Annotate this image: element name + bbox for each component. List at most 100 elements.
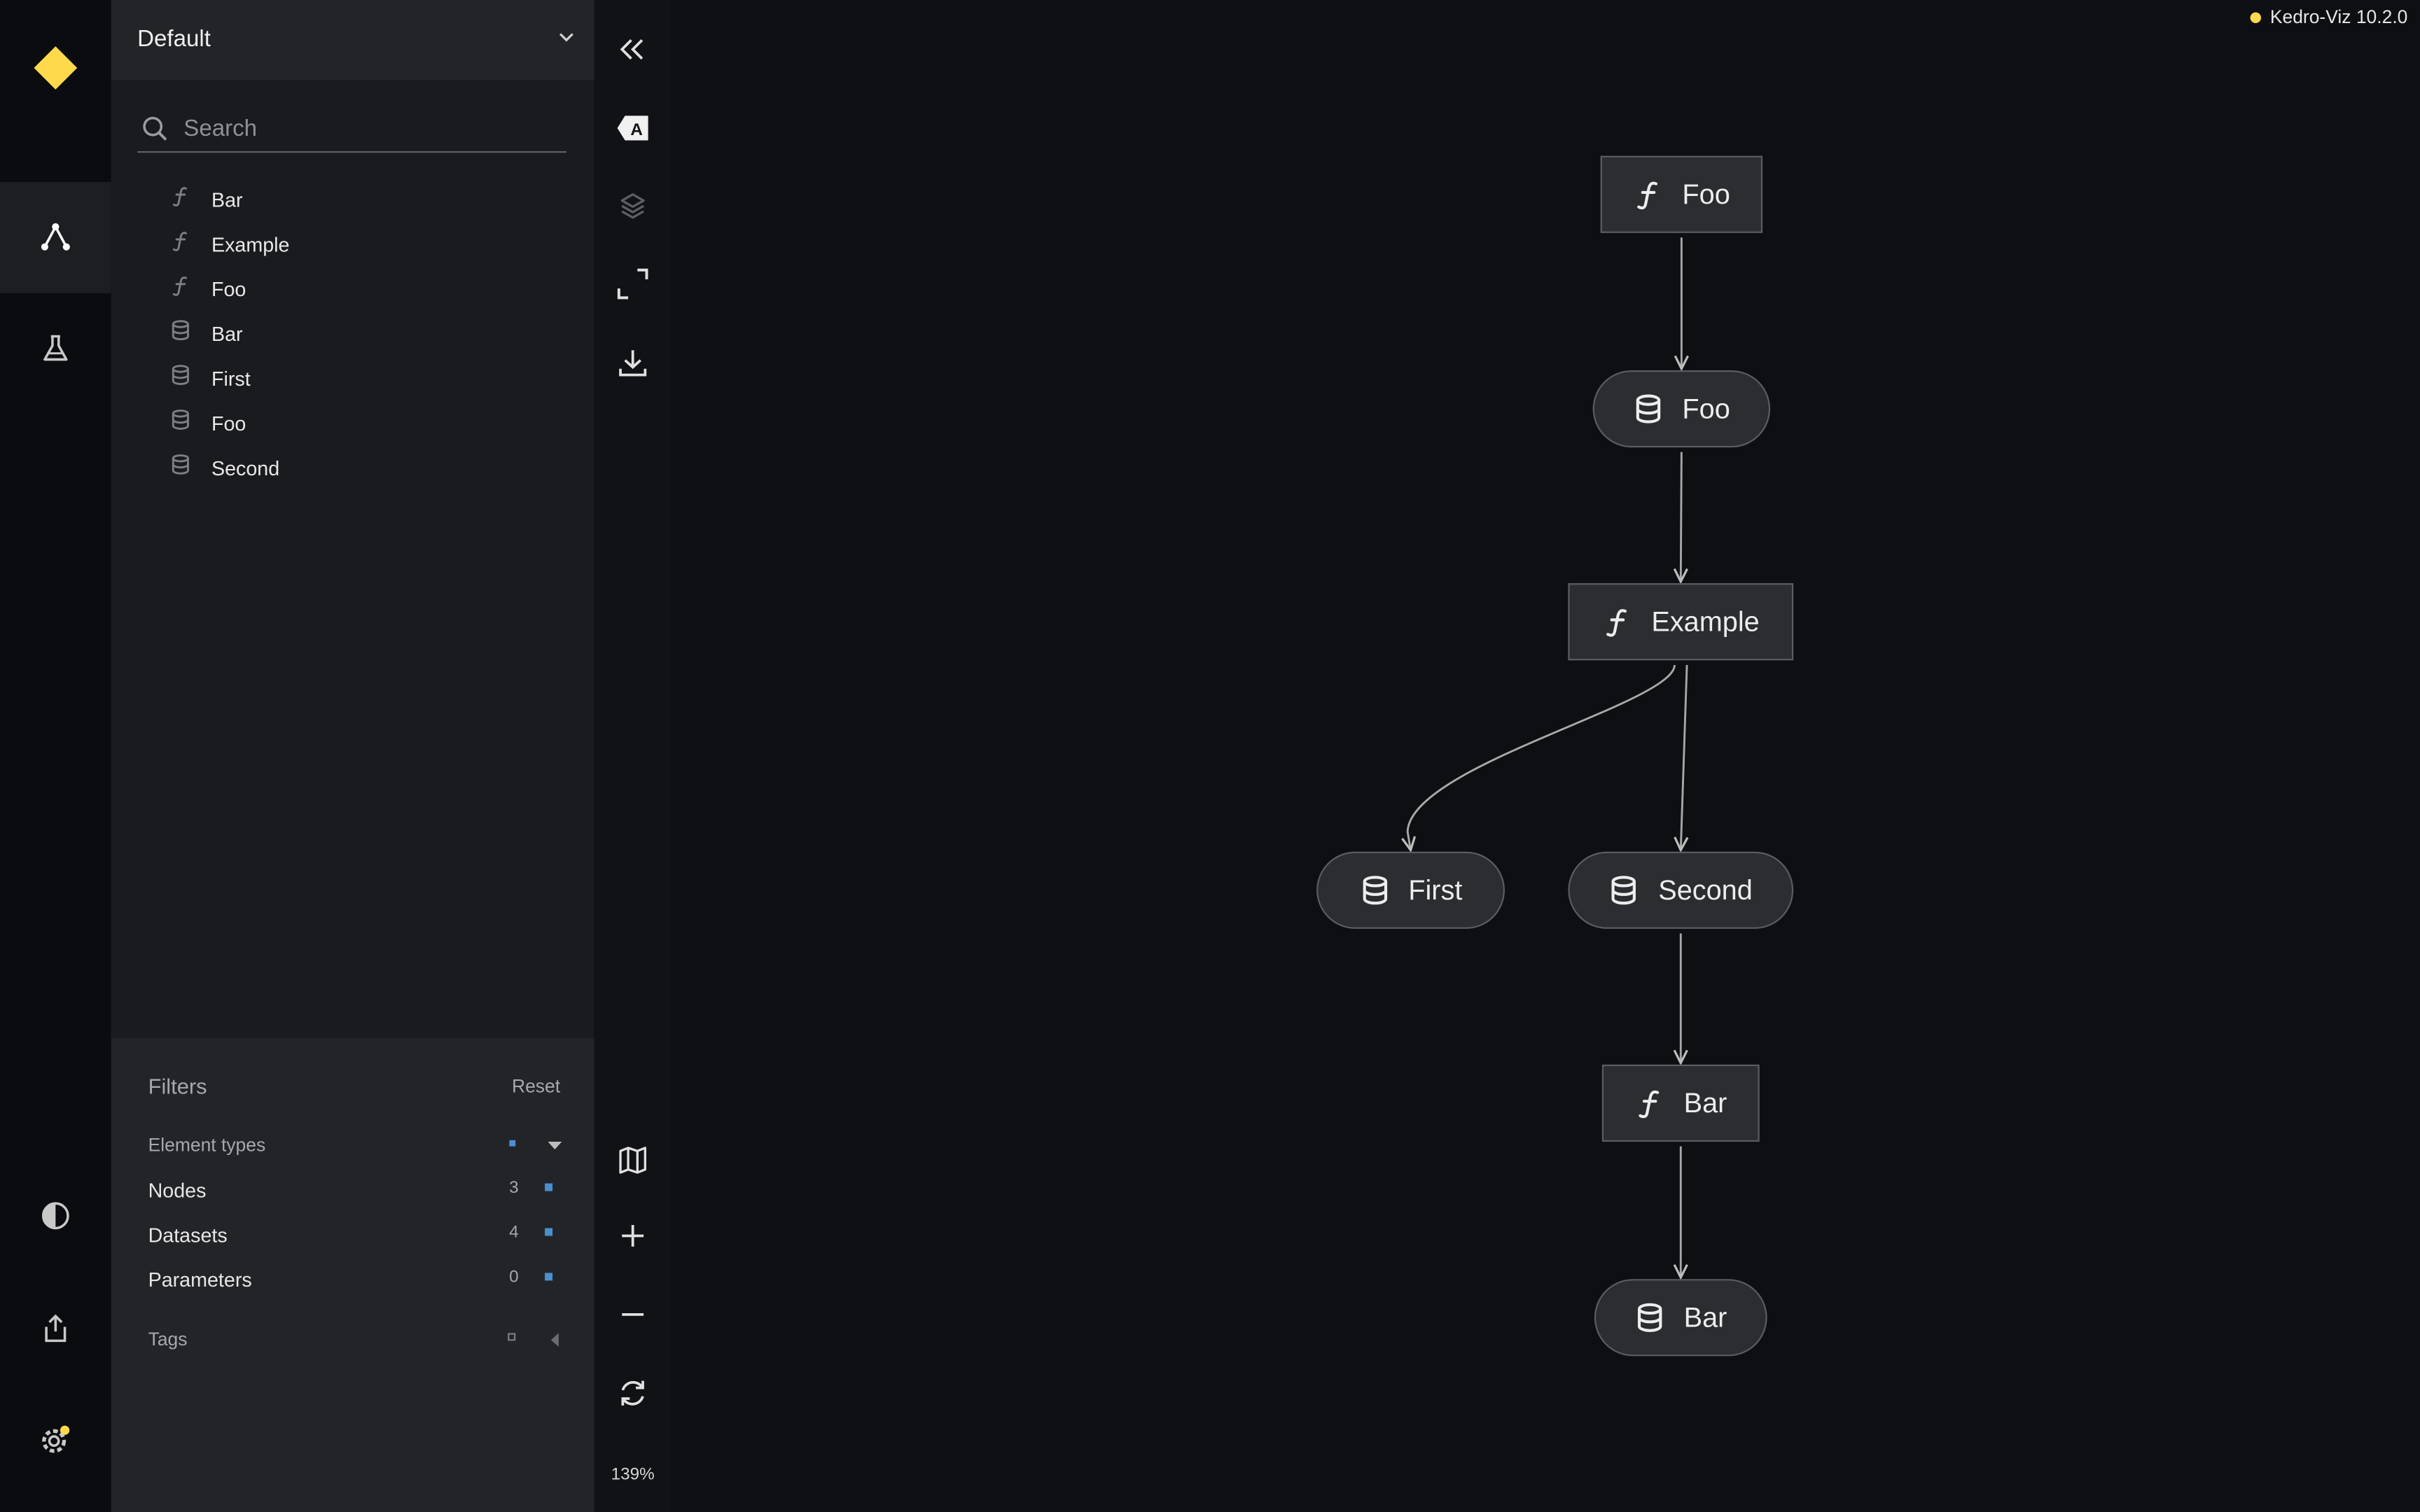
graph-node-label: Second bbox=[1658, 874, 1753, 905]
filters-title: Filters bbox=[148, 1074, 207, 1099]
graph-node-bar-ds[interactable]: Bar bbox=[1594, 1279, 1767, 1357]
dataset-icon bbox=[1612, 876, 1636, 905]
chevron-down-icon bbox=[559, 33, 573, 42]
filter-checkbox[interactable] bbox=[545, 1273, 553, 1281]
expand-icon bbox=[617, 268, 648, 300]
element-types-group[interactable]: Element types bbox=[148, 1131, 565, 1162]
filter-row-datasets[interactable]: Datasets 4 bbox=[148, 1220, 565, 1251]
function-icon bbox=[1639, 1090, 1660, 1119]
export-button[interactable] bbox=[0, 1273, 111, 1384]
list-item-label: Bar bbox=[211, 322, 243, 346]
filter-checkbox[interactable] bbox=[545, 1183, 553, 1191]
function-icon bbox=[172, 187, 188, 206]
toggle-labels-button[interactable]: A bbox=[610, 105, 656, 151]
edges-layer bbox=[672, 237, 2420, 1512]
graph-node-foo-ds[interactable]: Foo bbox=[1592, 370, 1771, 448]
list-item-label: Foo bbox=[211, 412, 246, 435]
list-item[interactable]: Foo bbox=[111, 267, 594, 312]
function-icon bbox=[1637, 181, 1658, 210]
group-check-icon bbox=[508, 1333, 516, 1341]
version-badge: Kedro-Viz 10.2.0 bbox=[2250, 6, 2407, 28]
double-chevron-left-icon bbox=[620, 38, 644, 60]
search-input[interactable]: Search bbox=[137, 105, 566, 153]
expand-button[interactable] bbox=[610, 260, 656, 307]
filter-count: 0 bbox=[509, 1268, 519, 1287]
list-item[interactable]: Example bbox=[111, 222, 594, 267]
plus-icon bbox=[622, 1225, 644, 1247]
graph-node-label: Example bbox=[1651, 606, 1760, 637]
graph-node-label: Foo bbox=[1682, 178, 1730, 209]
tags-label: Tags bbox=[148, 1328, 188, 1350]
flask-icon bbox=[43, 335, 68, 361]
filter-label: Parameters bbox=[148, 1268, 252, 1292]
element-types-label: Element types bbox=[148, 1134, 266, 1156]
filter-checkbox[interactable] bbox=[545, 1228, 553, 1236]
list-item[interactable]: Second bbox=[111, 446, 594, 491]
caret-down-icon bbox=[548, 1142, 562, 1150]
graph-edge bbox=[1407, 664, 1676, 850]
toggle-layers-button[interactable] bbox=[610, 182, 656, 228]
dataset-icon bbox=[172, 320, 189, 341]
dataset-icon bbox=[1637, 1303, 1662, 1332]
filter-label: Nodes bbox=[148, 1178, 207, 1202]
flowchart-view-button[interactable] bbox=[0, 182, 111, 293]
list-item[interactable]: Bar bbox=[111, 177, 594, 222]
filter-count: 4 bbox=[509, 1223, 519, 1242]
label-icon: A bbox=[617, 115, 648, 141]
dataset-icon bbox=[172, 410, 189, 430]
graph-node-bar-fn[interactable]: Bar bbox=[1601, 1064, 1760, 1142]
refresh-icon bbox=[621, 1380, 644, 1406]
tags-group[interactable]: Tags bbox=[148, 1325, 565, 1356]
list-item-label: Foo bbox=[211, 277, 246, 301]
minus-icon bbox=[622, 1313, 644, 1316]
experiment-tracking-button[interactable] bbox=[0, 293, 111, 405]
status-dot-icon bbox=[2250, 11, 2261, 22]
function-icon bbox=[1606, 609, 1627, 637]
filter-label: Datasets bbox=[148, 1223, 228, 1247]
layers-icon bbox=[620, 193, 645, 219]
zoom-out-button[interactable] bbox=[610, 1292, 656, 1338]
graph-node-first-ds[interactable]: First bbox=[1316, 851, 1505, 929]
list-item[interactable]: Bar bbox=[111, 312, 594, 356]
global-nav bbox=[0, 0, 111, 1512]
pipeline-dropdown[interactable]: Default bbox=[111, 0, 594, 80]
settings-button[interactable] bbox=[0, 1384, 111, 1495]
toolbar: A bbox=[594, 0, 672, 1512]
filter-count: 3 bbox=[509, 1178, 519, 1198]
gear-icon bbox=[42, 1425, 70, 1453]
dataset-icon bbox=[172, 365, 189, 385]
reset-zoom-button[interactable] bbox=[610, 1370, 656, 1416]
map-icon bbox=[619, 1147, 646, 1174]
search-placeholder: Search bbox=[183, 115, 258, 142]
svg-text:A: A bbox=[630, 120, 643, 139]
list-item-label: Second bbox=[211, 456, 280, 480]
minimap-button[interactable] bbox=[610, 1137, 656, 1183]
zoom-in-button[interactable] bbox=[610, 1212, 656, 1259]
download-icon bbox=[619, 350, 647, 377]
graph-node-label: Bar bbox=[1683, 1301, 1727, 1333]
collapse-sidebar-button[interactable] bbox=[610, 26, 656, 72]
reset-button[interactable]: Reset bbox=[511, 1075, 561, 1098]
export-image-button[interactable] bbox=[610, 340, 656, 386]
graph-node-second-ds[interactable]: Second bbox=[1568, 851, 1794, 929]
filter-row-parameters[interactable]: Parameters 0 bbox=[148, 1265, 565, 1296]
kedro-logo-icon[interactable] bbox=[34, 46, 78, 90]
search-icon bbox=[143, 116, 167, 141]
list-item-label: Example bbox=[211, 232, 290, 256]
version-label: Kedro-Viz 10.2.0 bbox=[2269, 6, 2408, 28]
graph-node-foo-fn[interactable]: Foo bbox=[1600, 155, 1763, 233]
function-icon bbox=[172, 232, 188, 251]
list-item-label: Bar bbox=[211, 188, 243, 211]
list-item[interactable]: First bbox=[111, 356, 594, 401]
graph-node-example-fn[interactable]: Example bbox=[1568, 583, 1794, 661]
list-item[interactable]: Foo bbox=[111, 401, 594, 446]
zoom-level: 139% bbox=[611, 1465, 655, 1485]
graph-edge bbox=[1681, 664, 1687, 850]
graph-node-label: Bar bbox=[1683, 1086, 1727, 1118]
filter-row-nodes[interactable]: Nodes 3 bbox=[148, 1176, 565, 1207]
theme-toggle-button[interactable] bbox=[0, 1160, 111, 1271]
pipeline-label: Default bbox=[137, 26, 211, 52]
